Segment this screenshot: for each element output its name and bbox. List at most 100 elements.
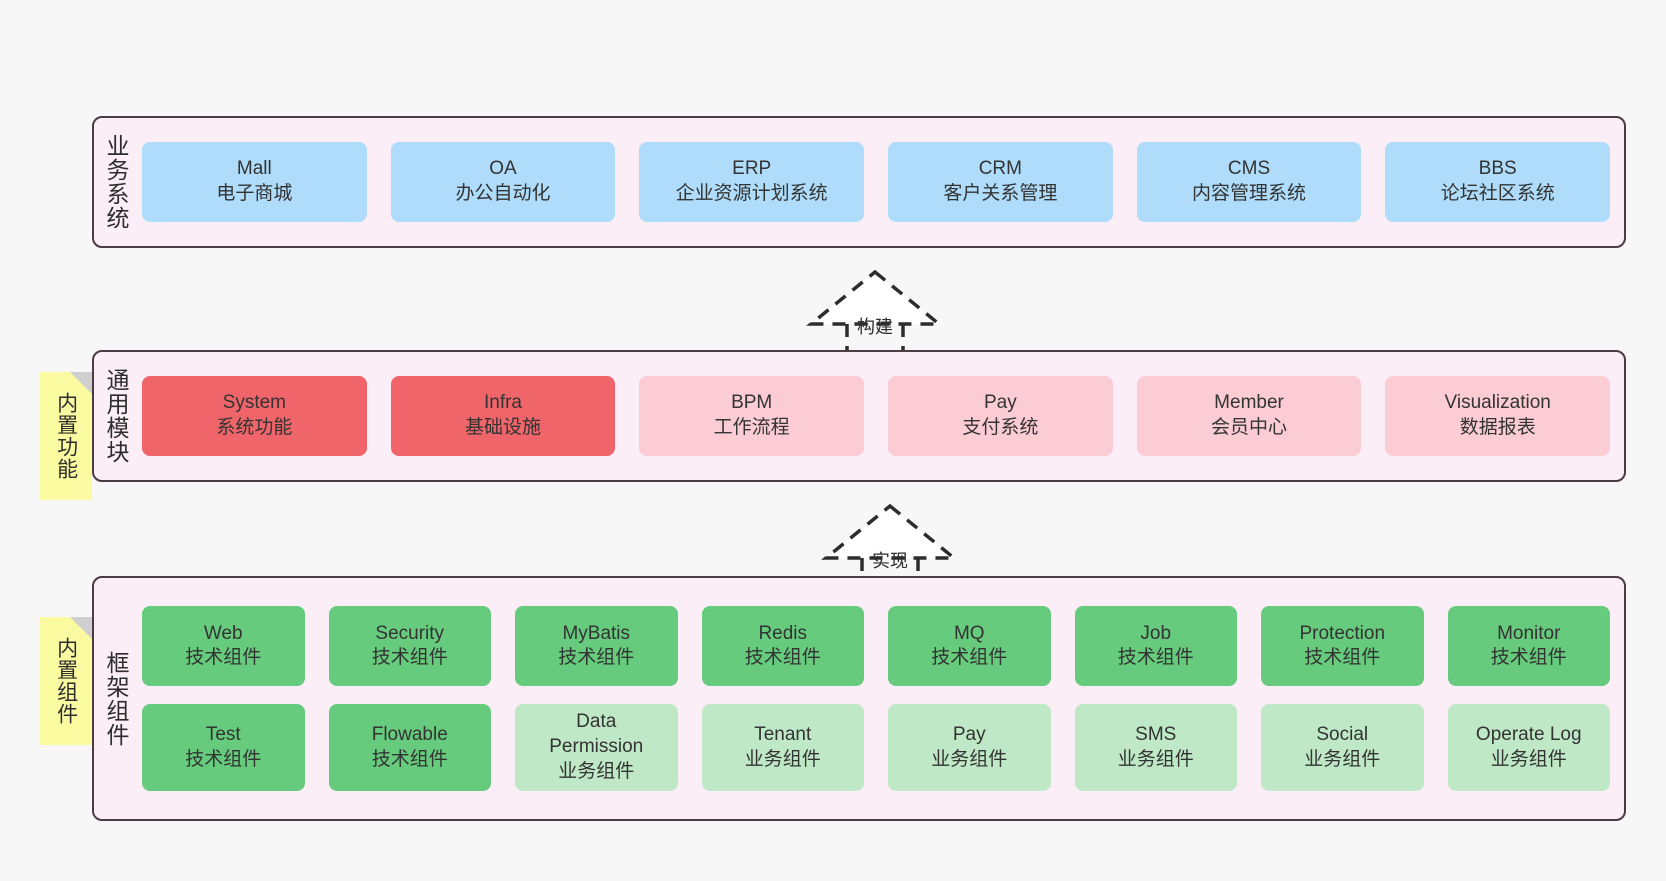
layer-title-business-systems: 业务系统 — [103, 134, 130, 230]
node-system[interactable]: System 系统功能 — [142, 376, 367, 456]
node-title: Infra — [483, 392, 523, 414]
node-pay-component[interactable]: Pay 业务组件 — [888, 704, 1051, 791]
node-subtitle: 技术组件 — [371, 748, 448, 770]
node-title: System — [222, 392, 287, 414]
node-subtitle: 业务组件 — [744, 748, 821, 770]
node-title: CRM — [978, 158, 1022, 180]
node-erp[interactable]: ERP 企业资源计划系统 — [639, 142, 865, 222]
node-security[interactable]: Security 技术组件 — [328, 606, 491, 687]
node-subtitle: 技术组件 — [371, 647, 448, 669]
node-subtitle: 基础设施 — [465, 417, 542, 438]
node-subtitle: 支付系统 — [962, 417, 1039, 438]
node-bbs[interactable]: BBS 论坛社区系统 — [1385, 142, 1611, 222]
node-title: Protection — [1299, 622, 1386, 644]
node-subtitle: 论坛社区系统 — [1440, 183, 1555, 204]
layer-business-systems: 业务系统 Mall 电子商城 OA 办公自动化 ERP 企业资源计划系统 CRM… — [92, 116, 1626, 248]
connector-implement: 实现 — [810, 502, 970, 592]
node-infra[interactable]: Infra 基础设施 — [390, 376, 616, 456]
node-mq[interactable]: MQ 技术组件 — [888, 606, 1051, 687]
node-flowable[interactable]: Flowable 技术组件 — [328, 704, 491, 791]
node-title: Visualization — [1444, 392, 1551, 414]
node-subtitle: 技术组件 — [744, 647, 821, 669]
node-title: Tenant — [754, 723, 812, 745]
node-subtitle: 内容管理系统 — [1192, 183, 1307, 204]
node-title: Test — [205, 723, 241, 745]
node-title: SMS — [1135, 723, 1177, 745]
layer-title-framework-components: 框架组件 — [103, 650, 130, 747]
layer-body-common-modules: System 系统功能 Infra 基础设施 BPM 工作流程 Pay 支付系统… — [138, 352, 1624, 480]
node-title: CMS — [1227, 158, 1271, 180]
node-subtitle: 企业资源计划系统 — [675, 183, 828, 204]
node-subtitle: 技术组件 — [1304, 647, 1381, 669]
node-title: Data — [576, 711, 617, 733]
node-subtitle: 会员中心 — [1211, 417, 1288, 438]
node-protection[interactable]: Protection 技术组件 — [1261, 606, 1424, 687]
layer-body-framework-components: Web 技术组件 Security 技术组件 MyBatis 技术组件 Redi… — [138, 578, 1624, 819]
folded-corner-icon — [70, 617, 92, 639]
sticky-note-label: 内置功能 — [54, 392, 78, 480]
node-title: Flowable — [371, 723, 448, 745]
sticky-note-builtin-functions: 内置功能 — [40, 372, 92, 500]
node-bpm[interactable]: BPM 工作流程 — [639, 376, 865, 456]
node-monitor[interactable]: Monitor 技术组件 — [1447, 606, 1610, 687]
node-title: Redis — [758, 622, 808, 644]
node-visualization[interactable]: Visualization 数据报表 — [1385, 376, 1611, 456]
node-title: Pay — [952, 723, 986, 745]
node-mall[interactable]: Mall 电子商城 — [142, 142, 367, 222]
node-subtitle: 业务组件 — [1304, 748, 1381, 770]
node-job[interactable]: Job 技术组件 — [1074, 606, 1237, 687]
layer-common-modules: 通用模块 System 系统功能 Infra 基础设施 BPM 工作流程 Pay… — [92, 350, 1626, 482]
node-title: Social — [1316, 723, 1369, 745]
layer-title-common-modules: 通用模块 — [103, 368, 130, 464]
node-tenant[interactable]: Tenant 业务组件 — [701, 704, 864, 791]
node-subtitle: 技术组件 — [931, 647, 1008, 669]
node-title: Monitor — [1497, 622, 1561, 644]
node-social[interactable]: Social 业务组件 — [1261, 704, 1424, 791]
node-title: MyBatis — [562, 622, 631, 644]
node-mybatis[interactable]: MyBatis 技术组件 — [515, 606, 678, 687]
layer-framework-components: 框架组件 Web 技术组件 Security 技术组件 MyBatis 技术组件… — [92, 576, 1626, 821]
node-title: Security — [375, 622, 445, 644]
node-title: Pay — [983, 392, 1017, 414]
node-pay[interactable]: Pay 支付系统 — [888, 376, 1113, 456]
node-title: BBS — [1478, 158, 1517, 180]
layer-body-business-systems: Mall 电子商城 OA 办公自动化 ERP 企业资源计划系统 CRM 客户关系… — [138, 118, 1624, 246]
node-subtitle: 电子商城 — [216, 183, 293, 204]
node-subtitle: 数据报表 — [1459, 417, 1536, 438]
node-data-permission[interactable]: Data Permission 业务组件 — [515, 704, 678, 791]
node-row: Web 技术组件 Security 技术组件 MyBatis 技术组件 Redi… — [142, 606, 1610, 687]
folded-corner-icon — [70, 372, 92, 394]
connector-build: 构建 — [795, 268, 955, 358]
node-subtitle: 业务组件 — [1117, 748, 1194, 770]
node-subtitle: 业务组件 — [931, 748, 1008, 770]
node-row: Mall 电子商城 OA 办公自动化 ERP 企业资源计划系统 CRM 客户关系… — [142, 142, 1611, 222]
node-subtitle: 办公自动化 — [455, 183, 551, 204]
node-oa[interactable]: OA 办公自动化 — [390, 142, 616, 222]
node-title: Operate Log — [1475, 723, 1582, 745]
node-member[interactable]: Member 会员中心 — [1136, 376, 1362, 456]
node-title: MQ — [953, 622, 985, 644]
node-title-cont: Permission — [549, 736, 644, 758]
node-subtitle: 技术组件 — [558, 647, 635, 669]
node-test[interactable]: Test 技术组件 — [142, 704, 305, 791]
node-row: Test 技术组件 Flowable 技术组件 Data Permission … — [142, 704, 1610, 791]
connector-implement-label: 实现 — [872, 551, 908, 571]
node-title: Mall — [236, 158, 272, 180]
node-cms[interactable]: CMS 内容管理系统 — [1136, 142, 1362, 222]
node-title: Job — [1140, 622, 1172, 644]
node-title: OA — [489, 158, 517, 180]
node-crm[interactable]: CRM 客户关系管理 — [888, 142, 1113, 222]
node-subtitle: 业务组件 — [558, 760, 635, 782]
node-title: Web — [203, 622, 243, 644]
node-subtitle: 系统功能 — [216, 417, 293, 438]
node-sms[interactable]: SMS 业务组件 — [1074, 704, 1237, 791]
node-title: Member — [1214, 392, 1284, 414]
node-subtitle: 技术组件 — [1490, 647, 1567, 669]
node-subtitle: 技术组件 — [185, 647, 262, 669]
node-web[interactable]: Web 技术组件 — [142, 606, 305, 687]
sticky-note-label: 内置组件 — [54, 637, 78, 725]
node-redis[interactable]: Redis 技术组件 — [701, 606, 864, 687]
node-operate-log[interactable]: Operate Log 业务组件 — [1447, 704, 1610, 791]
node-title: BPM — [731, 392, 773, 414]
